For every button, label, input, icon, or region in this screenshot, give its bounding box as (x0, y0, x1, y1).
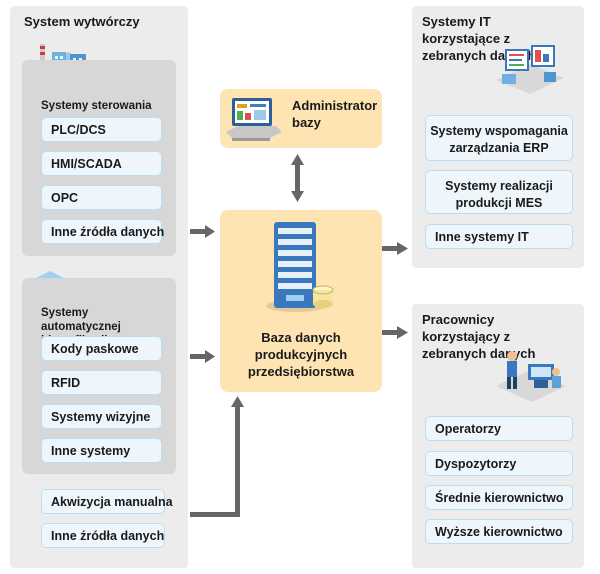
workers-title: Pracownicy korzystający z zebranych dany… (422, 312, 536, 361)
chip-vision-systems: Systemy wizyjne (41, 404, 162, 429)
chip-plc-dcs: PLC/DCS (41, 117, 162, 142)
chip-manual-other-sources: Inne źródła danych (41, 523, 165, 548)
arrow-manual-to-db (190, 512, 238, 517)
chip-dispatchers: Dyspozytorzy (425, 451, 573, 476)
chip-other-systems: Inne systemy (41, 438, 162, 463)
admin-computer-icon (226, 98, 282, 141)
workers-icon (496, 351, 566, 402)
arrow-db-to-it (382, 246, 398, 251)
chip-middle-management: Średnie kierownictwo (425, 485, 573, 510)
arrow-control-to-db (190, 229, 206, 234)
server-database-icon (266, 222, 334, 312)
chip-other-it-systems: Inne systemy IT (425, 224, 573, 249)
it-systems-icon (496, 45, 564, 94)
chip-manual-acquisition: Akwizycja manualna (41, 489, 173, 514)
chip-erp: Systemy wspomagania zarządzania ERP (425, 115, 573, 161)
database-label: Baza danych produkcyjnych przedsiębiorst… (247, 330, 355, 379)
production-system-title: System wytwórczy (24, 14, 140, 29)
arrow-autoid-to-db (190, 354, 206, 359)
chip-operators: Operatorzy (425, 416, 573, 441)
admin-label: Administrator bazy (292, 98, 378, 130)
chip-barcodes: Kody paskowe (41, 336, 162, 361)
arrow-admin-db (295, 164, 300, 192)
chip-mes: Systemy realizacji produkcji MES (425, 170, 573, 214)
chip-hmi-scada: HMI/SCADA (41, 151, 162, 176)
arrow-db-to-workers (382, 330, 398, 335)
control-systems-title: Systemy sterowania (41, 100, 152, 112)
chip-top-management: Wyższe kierownictwo (425, 519, 573, 544)
chip-rfid: RFID (41, 370, 162, 395)
chip-opc: OPC (41, 185, 162, 210)
chip-other-data-sources: Inne źródła danych (41, 219, 164, 244)
